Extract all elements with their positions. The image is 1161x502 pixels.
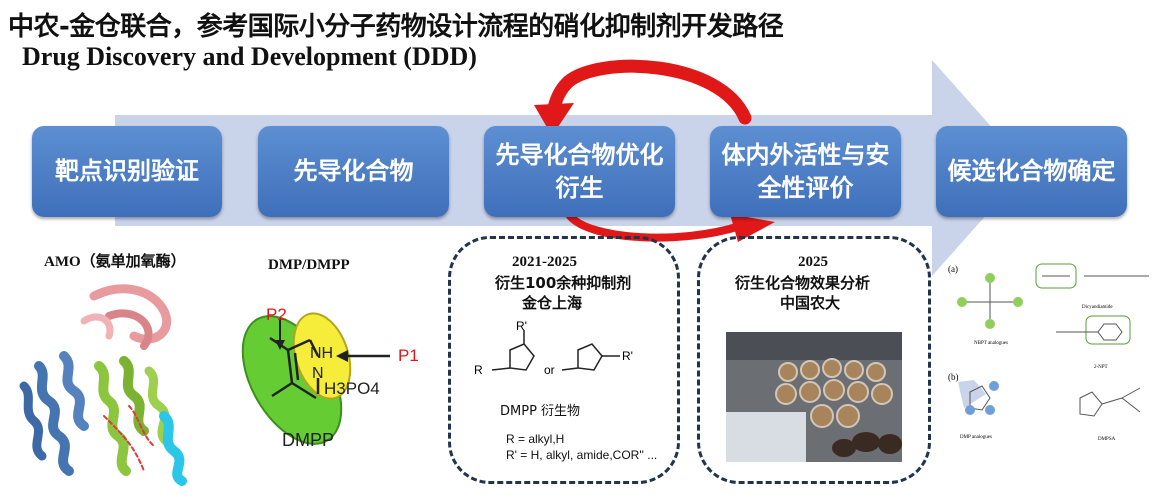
box2-line2: 中国农大 bbox=[780, 294, 841, 312]
amo-label: AMO（氨单加氧酶） bbox=[44, 254, 186, 270]
p2-text: P2 bbox=[266, 305, 287, 324]
rprime-definition: R' = H, alkyl, amide,COR'' ... bbox=[506, 448, 658, 462]
stage-lead-compound: 先导化合物 bbox=[258, 126, 449, 217]
pyrazole-structures: R' R or R' bbox=[474, 320, 633, 377]
box2-line1: 衍生化合物效果分析 bbox=[735, 274, 871, 292]
n-text: N bbox=[312, 365, 324, 382]
stage-candidate: 候选化合物确定 bbox=[936, 126, 1127, 217]
nbpt-label: NBPT analogues bbox=[974, 341, 1008, 346]
p1-text: P1 bbox=[398, 346, 419, 365]
two-npt-label: 2-NPT bbox=[1094, 365, 1108, 370]
or-text: or bbox=[544, 363, 555, 377]
amo-protein-image bbox=[19, 284, 187, 486]
cycle-arrowhead-top bbox=[534, 103, 574, 136]
effect-analysis-box bbox=[697, 236, 931, 484]
stage-lead-optimization: 先导化合物优化衍生 bbox=[484, 126, 675, 217]
dmpp-derivatives-caption: DMPP 衍生物 bbox=[500, 404, 581, 419]
stage-target-validation: 靶点识别验证 bbox=[32, 126, 222, 217]
derivatives-box bbox=[448, 236, 680, 484]
cycle-arrow-top bbox=[546, 59, 752, 125]
box2-year: 2025 bbox=[798, 254, 828, 270]
stage-activity-safety: 体内外活性与安全性评价 bbox=[710, 126, 901, 217]
rprime-1: R' bbox=[516, 320, 527, 333]
reference-structures: (a) NBPT analogues Dicyandiamide 2-NPT (… bbox=[948, 263, 1149, 442]
r-1: R bbox=[474, 363, 483, 377]
dicyandiamide-label: Dicyandiamide bbox=[1082, 305, 1113, 310]
box1-line1: 衍生100余种抑制剂 bbox=[495, 274, 632, 292]
dmp-label: DMP/DMPP bbox=[268, 257, 350, 273]
dmpsa-label: DMPSA bbox=[1098, 437, 1116, 442]
cycle-arrowhead-bottom bbox=[730, 214, 775, 242]
dmpp-text: DMPP bbox=[282, 430, 334, 450]
title-chinese: 中农-金仓联合，参考国际小分子药物设计流程的硝化抑制剂开发路径 bbox=[8, 12, 784, 42]
rprime-2: R' bbox=[622, 349, 633, 363]
label-b: (b) bbox=[948, 372, 959, 382]
box1-line2: 金仓上海 bbox=[522, 294, 583, 312]
r-definition: R = alkyl,H bbox=[506, 432, 565, 446]
lab-photo bbox=[726, 332, 902, 462]
title-english: Drug Discovery and Development (DDD) bbox=[22, 42, 477, 71]
dmp-analogues-label: DMP analogues bbox=[960, 435, 992, 440]
dmpp-structure: P2 P1 NH N H3PO4 DMPP bbox=[241, 305, 419, 450]
label-a: (a) bbox=[948, 264, 958, 274]
nh-text: NH bbox=[310, 345, 333, 362]
box1-year: 2021-2025 bbox=[512, 254, 577, 270]
h3po4-text: H3PO4 bbox=[324, 379, 380, 398]
